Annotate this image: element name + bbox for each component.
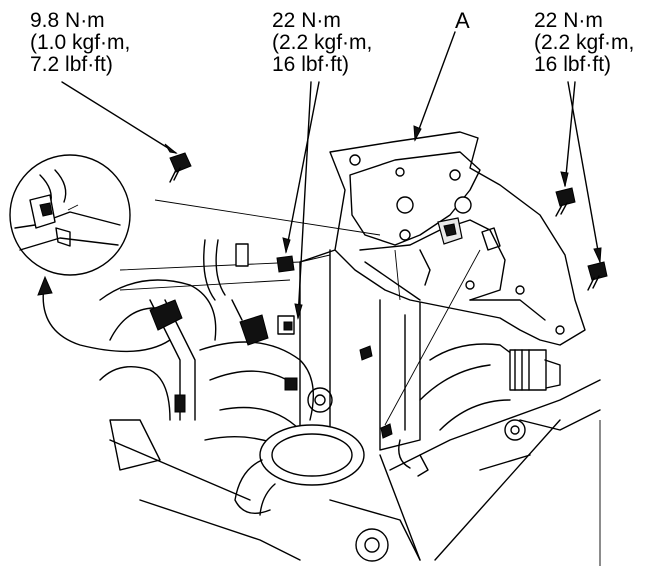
torque-left-line3: 7.2 lbf·ft) xyxy=(30,53,113,76)
torque-right-line2: (2.2 kgf·m, xyxy=(534,31,635,54)
bolt-center-upper xyxy=(276,255,295,273)
leader-lines xyxy=(61,31,602,426)
torque-center-line1: 22 N·m xyxy=(272,9,341,32)
bolt-left xyxy=(169,152,192,183)
bracket-a xyxy=(329,131,586,346)
torque-spec-right: 22 N·m (2.2 kgf·m, 16 lbf·ft) xyxy=(534,10,634,76)
torque-spec-center: 22 N·m (2.2 kgf·m, 16 lbf·ft) xyxy=(272,10,372,76)
part-label-a: A xyxy=(455,8,470,33)
torque-spec-left: 9.8 N·m (1.0 kgf·m, 7.2 lbf·ft) xyxy=(30,10,130,76)
engine-left-assembly xyxy=(99,239,333,471)
nut-small xyxy=(359,345,393,439)
torque-center-line3: 16 lbf·ft) xyxy=(272,53,350,76)
torque-right-line3: 16 lbf·ft) xyxy=(534,53,612,76)
torque-left-line1: 9.8 N·m xyxy=(30,9,105,32)
torque-center-line2: (2.2 kgf·m, xyxy=(272,31,373,54)
right-harness xyxy=(398,343,561,477)
engine-body xyxy=(109,249,601,566)
detail-inset xyxy=(9,154,131,276)
torque-left-line2: (1.0 kgf·m, xyxy=(30,31,131,54)
bolt-right-upper xyxy=(555,187,576,217)
inset-pointer-arrow xyxy=(37,275,171,353)
intake-hose xyxy=(234,424,365,516)
bolt-right-lower xyxy=(587,261,608,291)
torque-right-line1: 22 N·m xyxy=(534,9,603,32)
